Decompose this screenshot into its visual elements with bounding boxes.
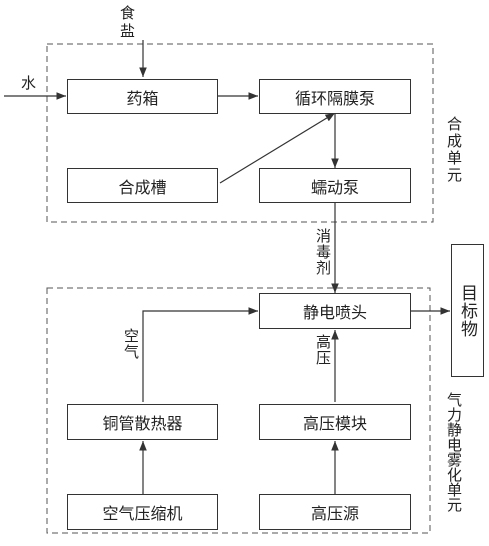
box-diaphragm-pump: 循环隔膜泵 (259, 79, 411, 114)
spray-unit-frame (46, 287, 431, 534)
label-salt: 食 盐 (120, 4, 136, 40)
label-high-voltage: 高压 (314, 334, 332, 366)
box-medicine-tank: 药箱 (67, 79, 218, 114)
arrow-synthesis-to-pump (219, 112, 336, 184)
label-water: 水 (21, 74, 37, 92)
box-hv-module: 高压模块 (259, 404, 411, 440)
label-air: 空气 (122, 328, 140, 360)
arrow-radiator-to-nozzle (142, 307, 258, 402)
box-peristaltic-pump: 蠕动泵 (259, 168, 411, 203)
synthesis-unit-frame (46, 43, 434, 223)
box-hv-source: 高压源 (259, 494, 411, 530)
box-air-compressor: 空气压缩机 (67, 494, 218, 530)
box-target: 目标物 (451, 244, 484, 377)
label-disinfectant: 消毒剂 (314, 228, 332, 276)
box-electrostatic-nozzle: 静电喷头 (259, 293, 411, 329)
box-synthesis-tank: 合成槽 (67, 168, 218, 203)
label-spray-unit: 气力静电雾化单元 (445, 392, 463, 512)
label-synthesis-unit: 合成单元 (445, 116, 463, 184)
box-copper-radiator: 铜管散热器 (67, 404, 218, 440)
